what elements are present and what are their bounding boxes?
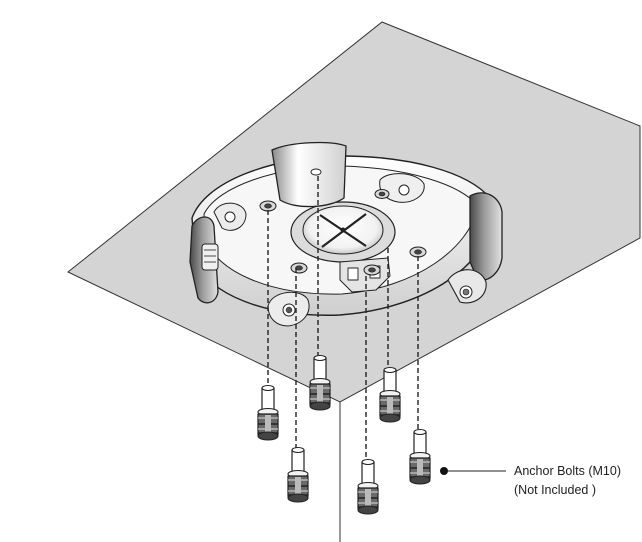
mounting-hole [290, 262, 308, 274]
anchor-bolt [409, 428, 431, 485]
callout-label-line2: (Not Included ) [514, 483, 596, 497]
callout: Anchor Bolts (M10) (Not Included ) [440, 464, 621, 497]
mounting-plate [189, 141, 503, 327]
anchor-bolt [357, 458, 379, 515]
mounting-holes [259, 189, 427, 276]
anchor-bolt [257, 384, 279, 441]
mounting-hole [363, 264, 381, 276]
mounting-hole [409, 246, 427, 258]
callout-dot [440, 467, 448, 475]
alignment-guides [267, 176, 419, 470]
mounting-hole [374, 189, 390, 199]
left-connector [201, 243, 219, 271]
plate-right-tab [469, 192, 503, 281]
mounting-hole [259, 200, 277, 212]
callout-label-line1: Anchor Bolts (M10) [514, 464, 621, 478]
plate-top-tab [271, 141, 347, 208]
anchor-bolt [287, 446, 309, 503]
